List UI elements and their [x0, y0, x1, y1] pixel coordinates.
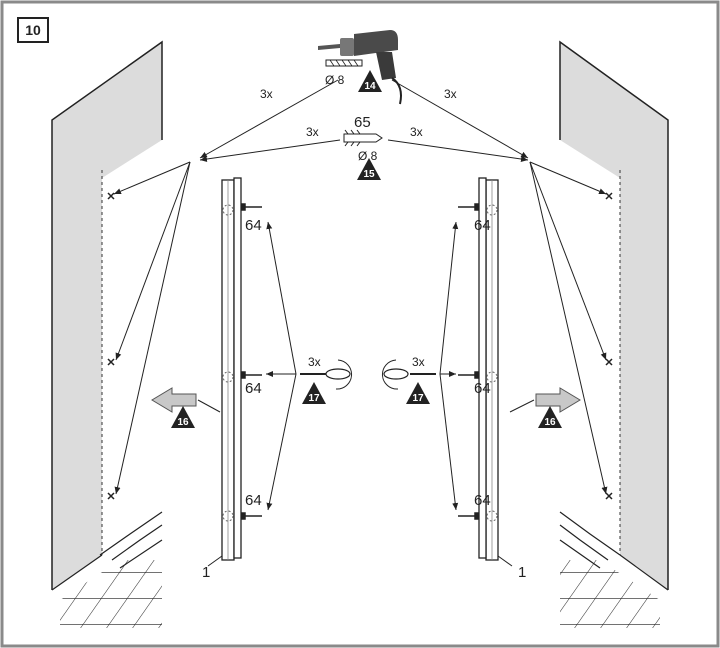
push-ref-right: 16 — [544, 417, 556, 428]
screw-label-right-mid: 64 — [474, 380, 491, 397]
drill-bit-diameter: Ø 8 — [325, 73, 345, 87]
drill-multiplier-right: 3x — [444, 87, 457, 101]
right-wall-hole-marks — [605, 192, 613, 500]
right-push-ref-triangle: 16 — [538, 406, 562, 428]
left-wall — [51, 40, 163, 591]
screwdriver-multiplier-left: 3x — [308, 355, 321, 369]
screwdriver-multiplier-right: 3x — [412, 355, 425, 369]
right-push-arrow — [509, 387, 581, 413]
screw-label-left-bottom: 64 — [245, 492, 262, 509]
left-push-ref-triangle: 16 — [171, 406, 195, 428]
drill-ref-number: 14 — [364, 81, 376, 92]
screwdriver-ref-triangle-right: 17 — [406, 382, 430, 404]
anchor-multiplier-right: 3x — [410, 125, 423, 139]
anchor-ref-number: 15 — [363, 169, 375, 180]
anchor-ref-triangle: 15 — [357, 158, 381, 180]
left-wall-hole-marks — [107, 192, 115, 500]
instruction-arrows — [113, 79, 608, 511]
step-number-box: 10 — [17, 17, 49, 43]
screwdriver-ref-triangle-left: 17 — [302, 382, 326, 404]
drill-multiplier-left: 3x — [260, 87, 273, 101]
screw-label-right-top: 64 — [474, 217, 491, 234]
left-push-arrow — [151, 387, 221, 413]
profile-label-right: 1 — [518, 564, 526, 581]
drill-icon — [318, 30, 402, 105]
screw-label-left-top: 64 — [245, 217, 262, 234]
anchor-part-label: 65 — [354, 114, 371, 131]
right-wall-profile — [478, 177, 499, 561]
left-screws — [241, 203, 262, 520]
screwdriver-ref-right: 17 — [412, 393, 424, 404]
step-number: 10 — [25, 22, 41, 38]
screwdriver-ref-left: 17 — [308, 393, 320, 404]
right-screwdriver-icon — [381, 359, 436, 390]
screw-label-left-mid: 64 — [245, 380, 262, 397]
left-floor-tiles — [60, 511, 163, 628]
right-screws — [458, 203, 479, 520]
anchor-multiplier-left: 3x — [306, 125, 319, 139]
right-wall — [559, 40, 669, 591]
anchor-diameter: Ø 8 — [358, 149, 378, 163]
screw-label-right-bottom: 64 — [474, 492, 491, 509]
left-wall-profile — [221, 177, 242, 561]
wall-anchor-icon — [343, 129, 383, 147]
profile-label-left: 1 — [202, 564, 210, 581]
right-floor-tiles — [559, 511, 660, 628]
left-screwdriver-icon — [300, 359, 353, 390]
drill-ref-triangle: 14 — [358, 70, 382, 92]
drill-bit-icon — [325, 59, 363, 67]
push-ref-left: 16 — [177, 417, 189, 428]
